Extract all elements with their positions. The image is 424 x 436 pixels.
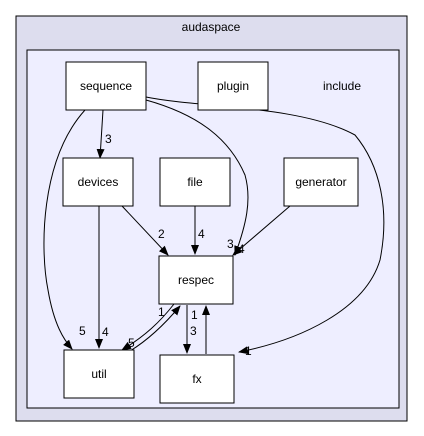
edge-label: 1 xyxy=(158,305,165,319)
edge-label: 3 xyxy=(105,132,112,146)
node-file-label: file xyxy=(187,175,203,189)
edge-respec-util[interactable]: 5 xyxy=(121,303,175,351)
node-plugin-label: plugin xyxy=(217,79,249,93)
edge-sequence-devices[interactable]: 3 xyxy=(96,109,112,159)
edge-file-respec[interactable]: 4 xyxy=(191,206,205,255)
edge-respec-fx[interactable]: 3 xyxy=(183,305,197,354)
node-generator[interactable]: generator xyxy=(283,157,359,207)
edge-generator-respec[interactable]: 4 xyxy=(232,205,291,256)
edge-util-respec[interactable]: 1 xyxy=(129,305,181,352)
cluster-audaspace-label: audaspace xyxy=(182,20,241,34)
node-devices-label: devices xyxy=(78,175,119,189)
edge-sequence-util[interactable]: 5 xyxy=(43,109,86,350)
node-util[interactable]: util xyxy=(63,349,135,399)
node-sequence[interactable]: sequence xyxy=(65,61,147,111)
edge-label: 4 xyxy=(102,325,109,339)
node-sequence-label: sequence xyxy=(80,79,132,93)
edge-fx-respec[interactable]: 1 xyxy=(191,305,210,354)
edge-label: 3 xyxy=(227,237,234,251)
node-respec[interactable]: respec xyxy=(158,255,234,305)
node-plugin[interactable]: plugin xyxy=(197,61,269,111)
node-generator-label: generator xyxy=(295,175,346,189)
edge-label: 5 xyxy=(79,324,86,338)
edge-label: 3 xyxy=(190,324,197,338)
edge-label: 4 xyxy=(198,227,205,241)
node-respec-label: respec xyxy=(178,273,214,287)
edge-label: 5 xyxy=(128,336,135,350)
edge-devices-respec[interactable]: 2 xyxy=(121,205,169,256)
edge-label: 2 xyxy=(158,227,165,241)
node-fx[interactable]: fx xyxy=(159,354,235,404)
node-util-label: util xyxy=(91,367,106,381)
node-devices[interactable]: devices xyxy=(62,157,134,207)
edge-devices-util[interactable]: 4 xyxy=(95,206,109,349)
cluster-include-label: include xyxy=(323,79,361,93)
edge-label: 1 xyxy=(191,308,198,322)
node-fx-label: fx xyxy=(192,372,201,386)
edge-sequence-respec[interactable]: 3 xyxy=(145,99,249,256)
edge-label: 4 xyxy=(238,242,245,256)
edge-label: 1 xyxy=(245,344,252,358)
node-file[interactable]: file xyxy=(159,157,231,207)
